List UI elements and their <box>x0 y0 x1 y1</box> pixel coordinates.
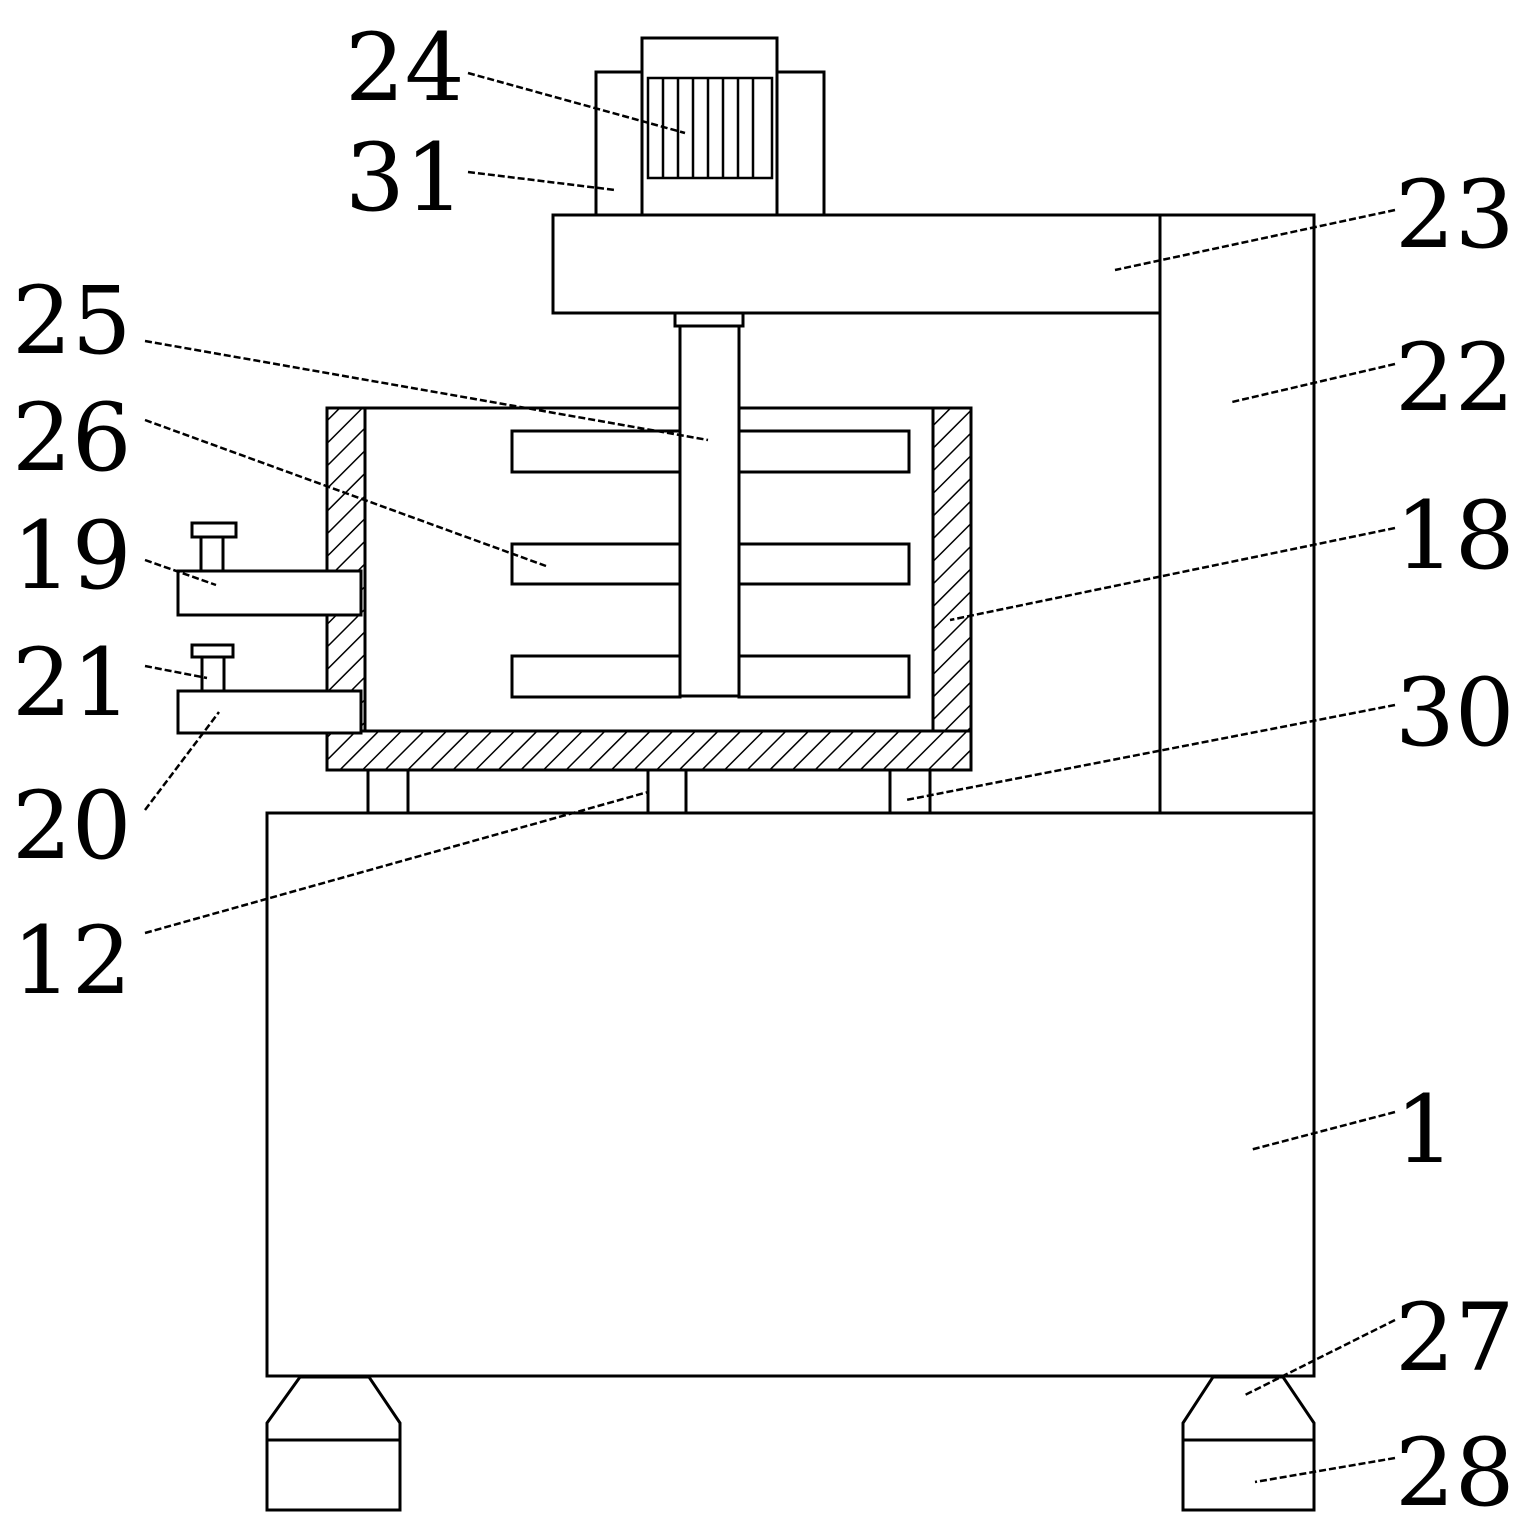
label-31: 31 <box>345 124 465 233</box>
top-arm <box>551 213 1162 315</box>
shaft-collar <box>673 311 745 328</box>
label-12: 12 <box>12 907 132 1016</box>
label-19: 19 <box>12 502 132 611</box>
support-leg-middle <box>646 768 688 815</box>
label-22: 22 <box>1395 324 1515 433</box>
left-foot <box>265 1375 402 1512</box>
leader-lines <box>144 71 1396 1484</box>
right-foot <box>1181 1375 1316 1512</box>
tank-wall-right <box>931 406 973 772</box>
blade-mid-left <box>510 542 682 586</box>
label-1: 1 <box>1395 1076 1455 1185</box>
label-27: 27 <box>1395 1284 1515 1393</box>
label-25: 25 <box>12 267 132 376</box>
outlet-valve-stem <box>200 654 226 693</box>
support-leg-left <box>366 768 410 815</box>
label-28: 28 <box>1395 1419 1515 1523</box>
label-24: 24 <box>345 14 465 123</box>
blade-low-right <box>737 654 911 699</box>
blade-mid-right <box>737 542 911 586</box>
label-20: 20 <box>12 772 132 881</box>
inlet-valve-stem <box>199 534 225 573</box>
blade-low-left <box>510 654 682 699</box>
vertical-column <box>1158 213 1316 815</box>
outlet-valve-handle <box>190 643 235 659</box>
stirring-shaft <box>678 311 741 698</box>
label-23: 23 <box>1395 161 1515 270</box>
label-21: 21 <box>12 629 132 738</box>
base-body <box>265 811 1316 1378</box>
inlet-pipe <box>176 569 363 617</box>
inlet-valve-handle <box>190 521 238 539</box>
outlet-pipe <box>176 689 363 735</box>
tank-wall-bottom <box>325 729 973 772</box>
label-18: 18 <box>1395 482 1515 591</box>
label-26: 26 <box>12 384 132 493</box>
blade-top-left <box>510 429 682 474</box>
motor-fins <box>646 76 774 180</box>
label-30: 30 <box>1395 659 1515 768</box>
blade-top-right <box>737 429 911 474</box>
motor-fin-lines <box>661 78 755 178</box>
support-leg-right <box>888 768 932 815</box>
